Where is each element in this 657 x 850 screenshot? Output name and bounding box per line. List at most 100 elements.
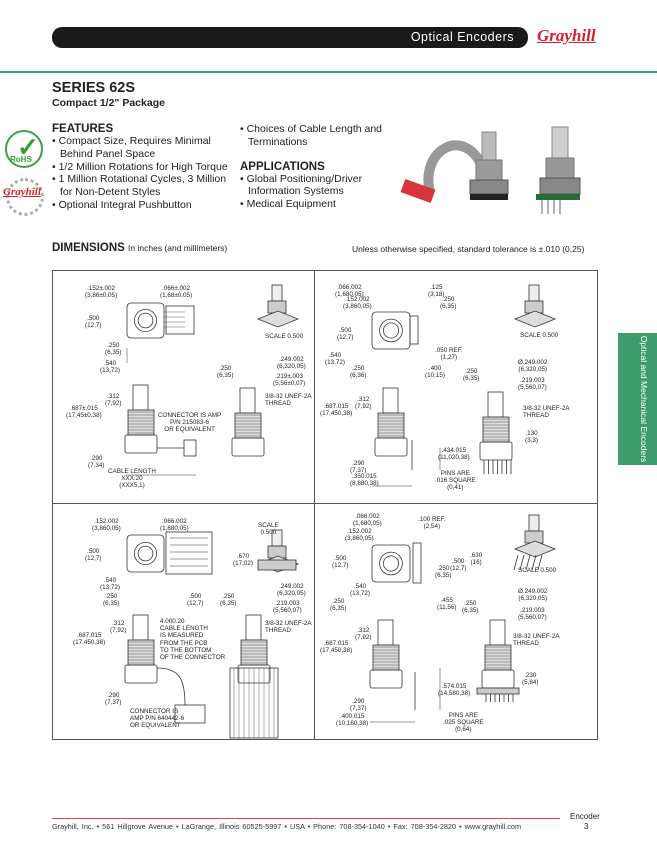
grayhill-logo: Grayhill <box>537 26 596 45</box>
dimension-label: Ø.249.002 (6,320,05) <box>518 588 548 603</box>
encoder-body <box>231 437 265 457</box>
dimension-label: .219.003 (5,560,07) <box>273 600 302 615</box>
dimension-label: .250 (6,35) <box>103 593 120 608</box>
features-section: FEATURES Compact Size, Requires Minimal … <box>52 123 237 212</box>
dimensions-heading: DIMENSIONS In inches (and millimeters) <box>52 242 227 254</box>
top-view-body <box>126 302 165 339</box>
dimension-label: .130 (3,3) <box>525 430 538 445</box>
shaft <box>132 384 149 411</box>
dimension-label: .312 (7,92) <box>355 627 372 642</box>
dimension-label: .249.002 (6,320,05) <box>277 583 306 598</box>
divider <box>314 270 315 740</box>
dimension-label: 3/8-32 UNEF-2A THREAD <box>265 620 312 635</box>
dimension-label: .290 (7,37) <box>350 698 367 713</box>
top-view-body <box>371 544 411 583</box>
feature-item: 1/2 Million Rotations for High Torque <box>52 161 237 174</box>
threaded-bushing <box>234 412 262 439</box>
feature-item: Compact Size, Requires Minimal Behind Pa… <box>52 135 237 161</box>
encoder-body <box>124 664 158 684</box>
feature-item: Choices of Cable Length and Terminations <box>240 123 400 149</box>
encoder-body <box>124 434 158 454</box>
iso-shaft <box>271 284 283 302</box>
dimension-label: .152.002 (3,860,05) <box>345 528 374 543</box>
dimension-label: .100 REF. (2,54) <box>418 516 446 531</box>
dimension-label: .500 (12,7) <box>450 558 467 573</box>
encoder-body <box>369 669 403 689</box>
dimension-label: .249.002 (6,320,05) <box>277 356 306 371</box>
iso-pin <box>519 554 525 571</box>
iso-body <box>513 310 557 328</box>
shaft-outline <box>137 312 154 329</box>
shaft <box>377 619 394 646</box>
dimension-label: CONNECTOR IS AMP P/N 215083-6 OR EQUIVAL… <box>158 412 222 434</box>
dimensions-box <box>52 270 598 740</box>
dimension-label: .312 (7,92) <box>110 620 127 635</box>
pin-header <box>409 315 419 345</box>
encoder-body <box>481 669 515 689</box>
dimension-label: .152±.002 (3,86±0,05) <box>85 285 118 300</box>
shaft <box>489 619 506 646</box>
dimension-label: .250 (6,35) <box>463 368 480 383</box>
encoder-body <box>374 437 408 457</box>
dimension-label: .350.015 (8,880,38) <box>350 473 379 488</box>
dimension-label: .687.015 (17,450,38) <box>320 403 353 418</box>
footer-section: Encoder <box>570 812 600 821</box>
dimension-label: .219.003 (5,560,07) <box>518 377 547 392</box>
application-item: Medical Equipment <box>240 198 400 211</box>
dimension-label: .250 (6,35) <box>105 342 122 357</box>
cable <box>156 667 186 706</box>
top-view-body <box>371 311 411 350</box>
connector <box>174 704 206 724</box>
dimension-label: .066.002 (1,680,05) <box>335 284 364 299</box>
iso-shaft <box>528 284 540 302</box>
iso-pin <box>525 554 531 571</box>
threaded-bushing <box>127 639 155 666</box>
iso-shaft <box>528 514 540 532</box>
shaft <box>239 387 256 414</box>
dimension-label: 3/8-32 UNEF-2A THREAD <box>513 633 560 648</box>
grayhill-gear-logo: Grayhill <box>3 186 41 198</box>
dimension-label: SCALE 0.500 <box>265 333 304 340</box>
product-photo <box>400 126 581 214</box>
features-heading: FEATURES <box>52 123 114 135</box>
bushing-outline <box>133 542 157 566</box>
rohs-badge-icon: ✓ RoHS <box>5 130 43 168</box>
threaded-bushing <box>377 412 405 439</box>
tolerance-note: Unless otherwise specified, standard tol… <box>352 244 585 254</box>
footer-divider <box>52 818 560 819</box>
dimension-label: PINS ARE .016 SQUARE (0,41) <box>435 470 476 492</box>
header-title: Optical Encoders <box>410 30 514 44</box>
dimension-label: .455 (11,56) <box>437 597 457 612</box>
dimension-label: .152.002 (3,860,05) <box>343 296 372 311</box>
page-subtitle: Compact 1/2" Package <box>52 97 165 109</box>
pcb <box>476 687 520 695</box>
dimension-label: .230 (5,84) <box>522 672 539 687</box>
rohs-label: RoHS <box>10 155 32 164</box>
dimension-label: CONNECTOR IS AMP P/N 640442-6 OR EQUIVAL… <box>130 708 185 730</box>
side-tab-label: Optical and Mechanical Encoders <box>639 335 649 463</box>
dimension-label: .250 (6,35) <box>217 365 234 380</box>
dimension-label: .500 (12,7) <box>85 548 102 563</box>
dimension-label: SCALE 0.500 <box>520 332 559 339</box>
dimension-label: .540 (13,72) <box>100 577 120 592</box>
dimension-label: .066±.002 (1,68±0,05) <box>160 285 193 300</box>
dimension-label: .125 (3,18) <box>428 284 445 299</box>
dimension-label: .500 (12,7) <box>187 593 204 608</box>
feature-item: Optional Integral Pushbutton <box>52 199 237 212</box>
shaft <box>132 614 149 641</box>
iso-pin <box>537 554 543 571</box>
dimension-label: .500 (12,7) <box>332 555 349 570</box>
dimension-label: .219.003 (5,560,07) <box>518 607 547 622</box>
threaded-bushing <box>240 639 268 666</box>
dimension-label: .500 (12,7) <box>85 315 102 330</box>
application-item: Global Positioning/Driver Information Sy… <box>240 173 400 199</box>
dimension-label: .250 (6,35) <box>440 296 457 311</box>
top-view-body <box>126 534 165 573</box>
dimension-label: .400 (10,15) <box>425 365 445 380</box>
pin-header <box>412 542 422 584</box>
iso-pin <box>531 554 537 571</box>
dimension-label: .250 (6,35) <box>330 598 347 613</box>
page-number: 3 <box>584 822 589 831</box>
dimension-label: .500 (12,7) <box>337 327 354 342</box>
